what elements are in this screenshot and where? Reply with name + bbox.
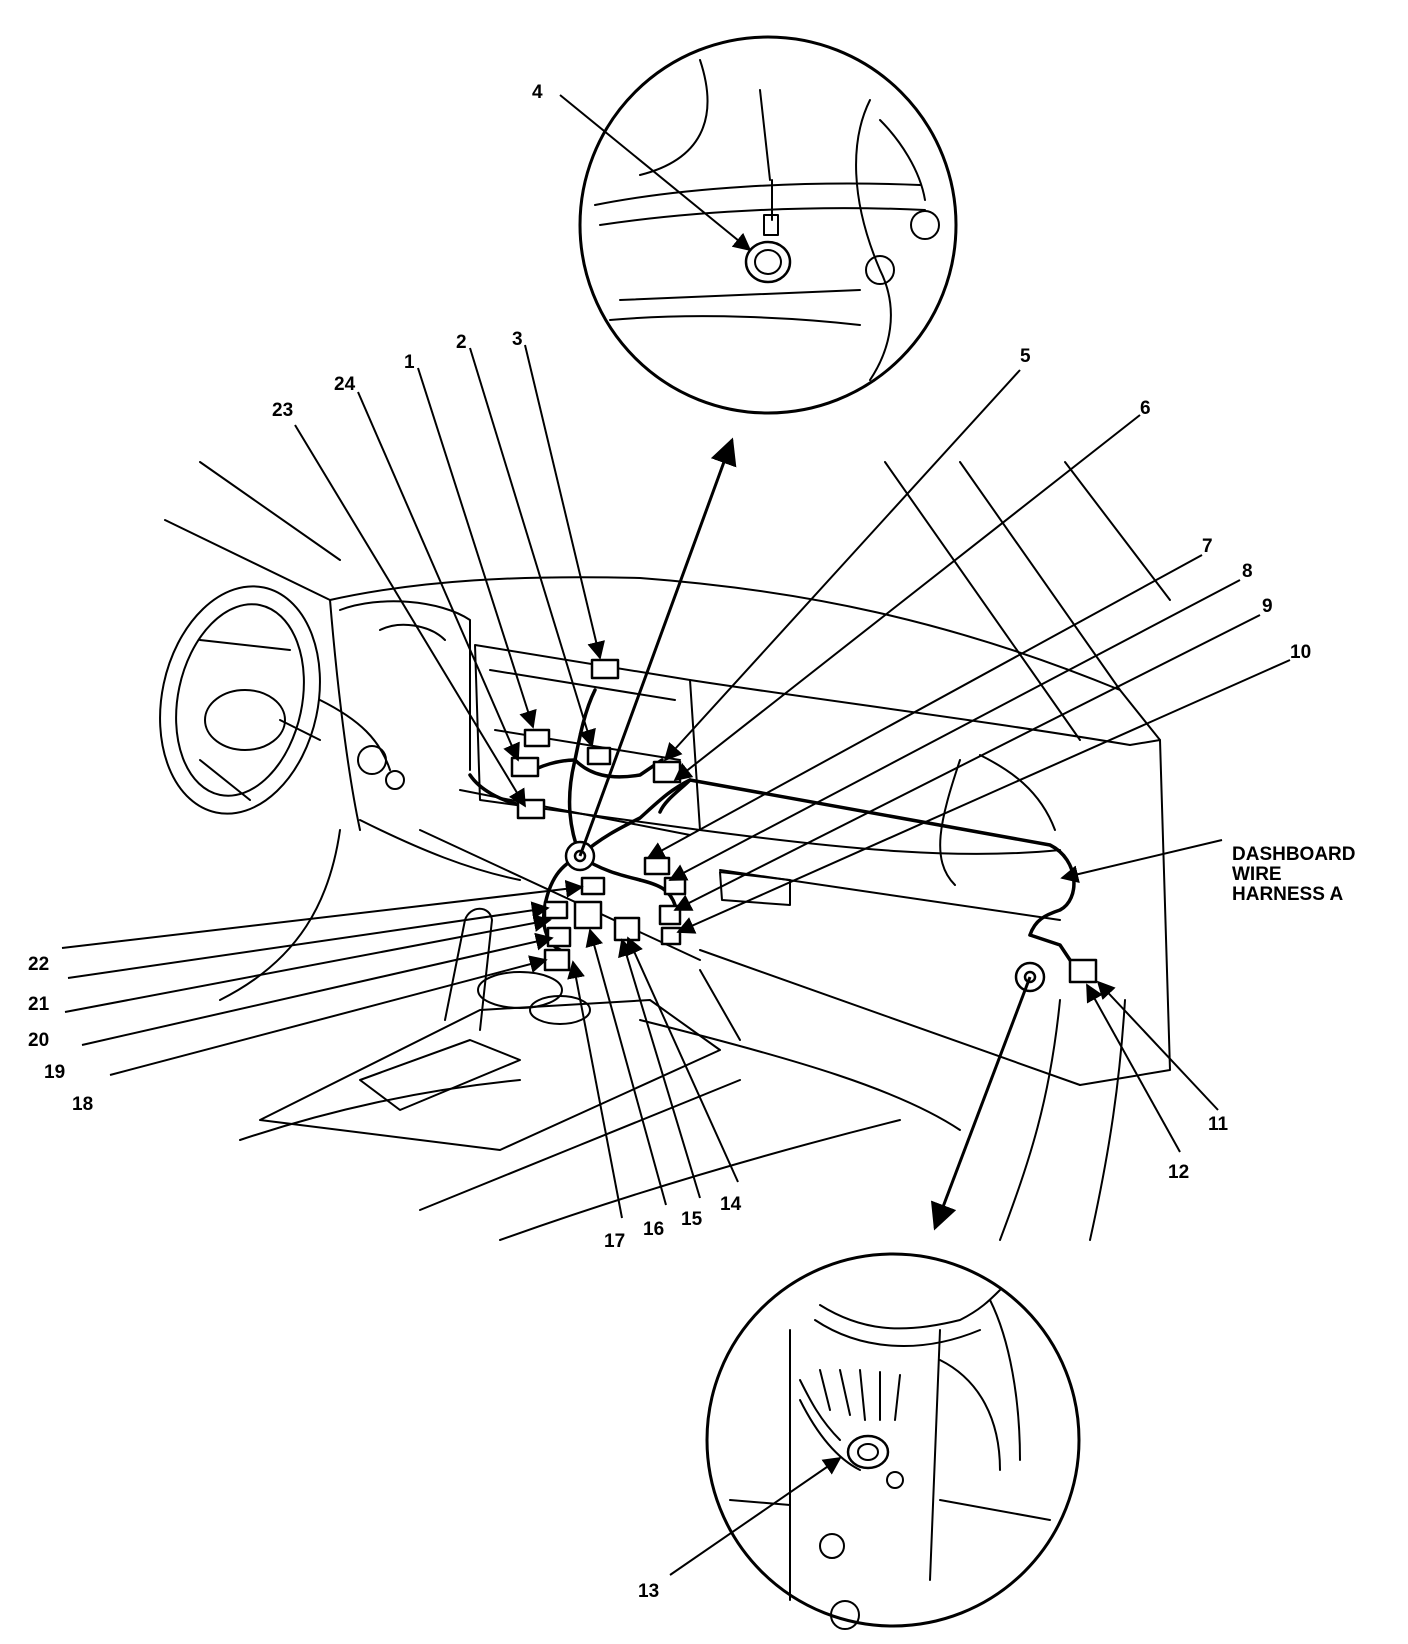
harness-label-line2: WIRE	[1232, 864, 1282, 885]
callout-17: 17	[604, 1231, 625, 1252]
detail-view-bottom	[705, 1252, 1081, 1630]
harness-connectors	[510, 658, 1098, 993]
callout-24: 24	[334, 374, 356, 395]
connector-c21	[543, 900, 569, 920]
detail-view-top	[578, 35, 958, 415]
callout-1: 1	[404, 352, 415, 373]
connector-c24	[510, 756, 540, 778]
dashboard-wire-harness	[468, 688, 1076, 962]
grounding-bolt-item13	[846, 1434, 890, 1470]
dashboard-line-art	[159, 461, 1171, 1241]
callout-10: 10	[1290, 642, 1311, 663]
callout-9: 9	[1262, 596, 1273, 617]
connector-c10	[660, 926, 682, 946]
connector-c8	[663, 876, 687, 896]
callout-labels: 1 2 3 4 5 6 7 8 9 10 11 12 13 14 15 16 1…	[28, 82, 1311, 1602]
callout-7: 7	[1202, 536, 1213, 557]
connector-c7	[643, 856, 671, 876]
callout-21: 21	[28, 994, 50, 1015]
connector-c22	[580, 876, 606, 896]
callout-3: 3	[512, 329, 523, 350]
callout-23: 23	[272, 400, 293, 421]
connector-c3	[590, 658, 620, 680]
connector-c11	[1068, 958, 1098, 984]
callout-16: 16	[643, 1219, 664, 1240]
harness-label-line1: DASHBOARD	[1232, 844, 1356, 865]
callout-19: 19	[44, 1062, 65, 1083]
callout-12: 12	[1168, 1162, 1189, 1183]
connector-c20	[546, 926, 572, 948]
harness-a-label: DASHBOARD WIRE HARNESS A	[1232, 844, 1356, 905]
connector-c2	[586, 746, 612, 766]
callout-18: 18	[72, 1094, 93, 1115]
leader-lines	[61, 94, 1291, 1576]
callout-20: 20	[28, 1030, 49, 1051]
callout-4: 4	[532, 82, 543, 103]
callout-2: 2	[456, 332, 467, 353]
connector-c16	[573, 900, 603, 930]
callout-6: 6	[1140, 398, 1151, 419]
connector-c18	[543, 948, 571, 972]
callout-14: 14	[720, 1194, 742, 1215]
callout-15: 15	[681, 1209, 703, 1230]
callout-11: 11	[1208, 1114, 1229, 1135]
grounding-point-item4	[744, 240, 792, 284]
callout-22: 22	[28, 954, 49, 975]
callout-8: 8	[1242, 561, 1253, 582]
callout-13: 13	[638, 1581, 659, 1602]
connector-c15	[613, 916, 641, 942]
connector-c1	[523, 728, 551, 748]
callout-5: 5	[1020, 346, 1031, 367]
harness-label-line3: HARNESS A	[1232, 884, 1343, 905]
